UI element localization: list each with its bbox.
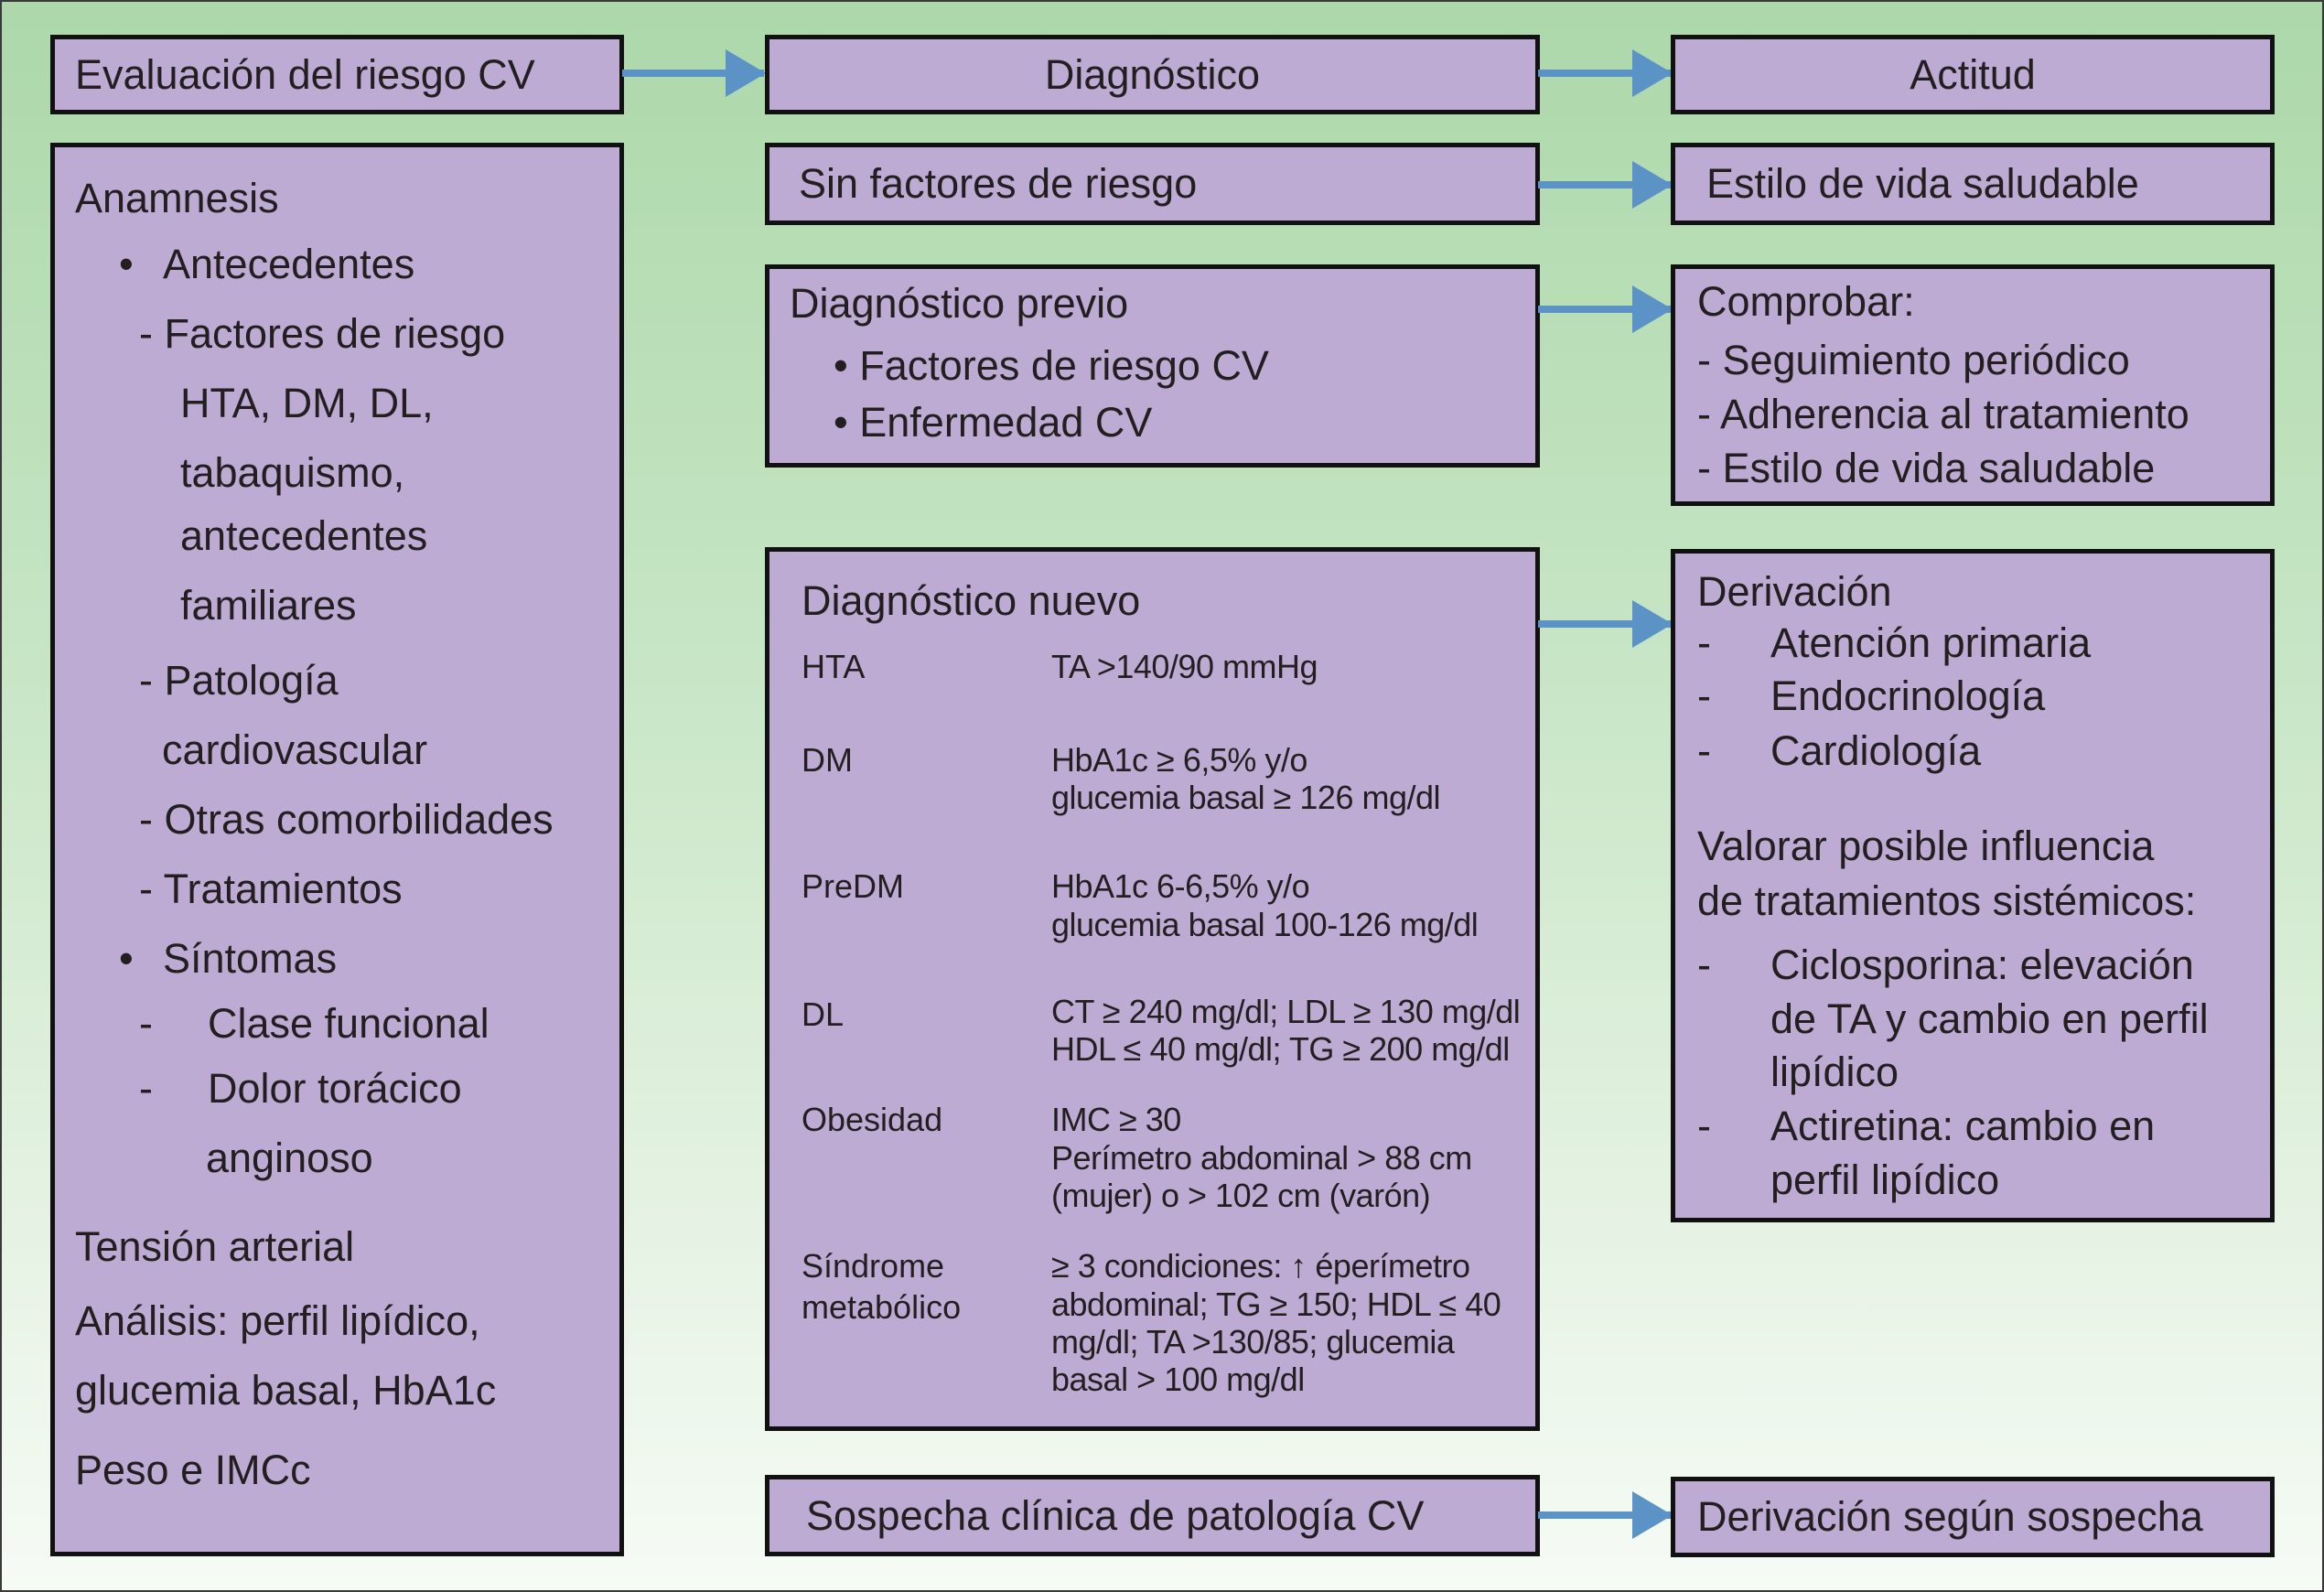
criteria-label: Síndrome <box>802 1247 945 1285</box>
treatment-line: Ciclosporina: elevación <box>1770 941 2194 988</box>
derivacion-item: Cardiología <box>1770 727 1982 774</box>
diagnosis-nuevo: Diagnóstico nuevo HTA TA >140/90 mmHg DM… <box>765 547 1540 1431</box>
criteria-value: (mujer) o > 102 cm (varón) <box>1051 1177 1431 1214</box>
criteria-value: abdominal; TG ≥ 150; HDL ≤ 40 <box>1051 1285 1501 1323</box>
arrow-diagnosis-to-action <box>1538 49 1673 97</box>
criteria-value: mg/dl; TA >130/85; glucemia <box>1051 1323 1455 1361</box>
criteria-value: TA >140/90 mmHg <box>1051 648 1318 685</box>
criteria-value: HbA1c ≥ 6,5% y/o <box>1051 741 1307 779</box>
tratamientos-label: - Tratamientos <box>139 866 403 912</box>
sintomas-label: Síntomas <box>163 935 338 982</box>
derivacion-sospecha-label: Derivación según sospecha <box>1697 1493 2203 1540</box>
sospecha-label: Sospecha clínica de patología CV <box>806 1491 1425 1539</box>
bullet-icon: • <box>119 241 134 287</box>
arrow-previo <box>1538 285 1673 333</box>
dash-icon: - <box>1697 672 1711 719</box>
comprobar-item: - Estilo de vida saludable <box>1697 445 2156 491</box>
otras-label: - Otras comorbilidades <box>139 796 554 843</box>
action-estilo: Estilo de vida saludable <box>1671 143 2275 225</box>
action-derivacion: Derivación - Atención primaria - Endocri… <box>1671 549 2275 1222</box>
estilo-label: Estilo de vida saludable <box>1706 160 2139 207</box>
peso-label: Peso e IMCc <box>75 1447 311 1493</box>
factores-detail-4: familiares <box>180 582 357 629</box>
criteria-value: IMC ≥ 30 <box>1051 1101 1181 1138</box>
diagnosis-sospecha: Sospecha clínica de patología CV <box>765 1475 1540 1556</box>
factores-detail-2: tabaquismo, <box>180 449 405 496</box>
criteria-value: CT ≥ 240 mg/dl; LDL ≥ 130 mg/dl <box>1051 993 1521 1030</box>
header-diagnosis-label: Diagnóstico <box>1044 50 1261 98</box>
action-derivacion-sospecha: Derivación según sospecha <box>1671 1477 2275 1557</box>
valorar-text: Valorar posible influencia <box>1697 823 2155 869</box>
bullet-icon: • <box>119 935 134 982</box>
treatment-line: de TA y cambio en perfil <box>1770 995 2209 1042</box>
analisis-label-2: glucemia basal, HbA1c <box>75 1367 497 1414</box>
previo-title: Diagnóstico previo <box>790 280 1129 327</box>
evaluation-box: Anamnesis • Antecedentes - Factores de r… <box>50 143 624 1556</box>
dolor-label-2: anginoso <box>206 1135 373 1181</box>
criteria-value: glucemia basal ≥ 126 mg/dl <box>1051 779 1441 816</box>
previo-item: • Enfermedad CV <box>834 399 1153 446</box>
derivacion-title: Derivación <box>1697 568 1892 615</box>
header-evaluation-label: Evaluación del riesgo CV <box>75 50 535 98</box>
factores-detail-1: HTA, DM, DL, <box>180 380 434 426</box>
comprobar-item: - Seguimiento periódico <box>1697 337 2130 383</box>
criteria-label: DL <box>802 995 845 1033</box>
sin-factores-label: Sin factores de riesgo <box>799 160 1198 207</box>
previo-item: • Factores de riesgo CV <box>834 342 1269 389</box>
criteria-value: ≥ 3 condiciones: ↑ éperímetro <box>1051 1247 1470 1285</box>
action-comprobar: Comprobar: - Seguimiento periódico - Adh… <box>1671 264 2275 506</box>
criteria-label: metabólico <box>802 1288 962 1326</box>
criteria-value: Perímetro abdominal > 88 cm <box>1051 1139 1472 1177</box>
patologia-label-2: cardiovascular <box>162 726 428 773</box>
nuevo-title: Diagnóstico nuevo <box>802 577 1141 624</box>
treatment-line: perfil lipídico <box>1770 1156 2000 1203</box>
factores-detail-3: antecedentes <box>180 512 428 559</box>
header-diagnosis: Diagnóstico <box>765 35 1540 114</box>
diagnosis-previo: Diagnóstico previo • Factores de riesgo … <box>765 264 1540 468</box>
arrow-nuevo <box>1538 600 1673 648</box>
header-evaluation: Evaluación del riesgo CV <box>50 35 624 114</box>
arrow-evaluation-to-diagnosis <box>622 49 766 97</box>
criteria-label: HTA <box>802 648 866 685</box>
treatment-line: lipídico <box>1770 1049 1899 1095</box>
criteria-label: PreDM <box>802 867 905 905</box>
arrow-sospecha <box>1538 1491 1673 1539</box>
analisis-label: Análisis: perfil lipídico, <box>75 1297 480 1344</box>
criteria-value: glucemia basal 100-126 mg/dl <box>1051 906 1479 943</box>
patologia-label: - Patología <box>139 657 339 704</box>
dash-icon: - <box>139 1000 153 1047</box>
dash-icon: - <box>1697 941 1711 988</box>
comprobar-item: - Adherencia al tratamiento <box>1697 391 2190 437</box>
header-action-label: Actitud <box>1910 50 2036 98</box>
derivacion-item: Atención primaria <box>1770 619 2092 666</box>
valorar-text-2: de tratamientos sistémicos: <box>1697 877 2197 924</box>
criteria-value: HbA1c 6-6,5% y/o <box>1051 867 1310 905</box>
header-action: Actitud <box>1671 35 2275 114</box>
criteria-label: Obesidad <box>802 1101 943 1138</box>
clase-label: Clase funcional <box>208 1000 490 1047</box>
dash-icon: - <box>1697 619 1711 666</box>
comprobar-title: Comprobar: <box>1697 278 1915 325</box>
anamnesis-label: Anamnesis <box>75 175 279 221</box>
treatment-line: Actiretina: cambio en <box>1770 1103 2156 1149</box>
criteria-value: basal > 100 mg/dl <box>1051 1361 1305 1398</box>
tension-label: Tensión arterial <box>75 1223 355 1270</box>
dolor-label: Dolor torácico <box>208 1065 462 1112</box>
dash-icon: - <box>1697 727 1711 774</box>
derivacion-item: Endocrinología <box>1770 672 2046 719</box>
antecedentes-label: Antecedentes <box>163 241 415 287</box>
dash-icon: - <box>139 1065 153 1112</box>
factores-label: - Factores de riesgo <box>139 310 506 357</box>
dash-icon: - <box>1697 1103 1711 1149</box>
criteria-label: DM <box>802 741 853 779</box>
diagnosis-sin-factores: Sin factores de riesgo <box>765 143 1540 225</box>
criteria-value: HDL ≤ 40 mg/dl; TG ≥ 200 mg/dl <box>1051 1030 1510 1068</box>
arrow-sin-factores <box>1538 161 1673 209</box>
